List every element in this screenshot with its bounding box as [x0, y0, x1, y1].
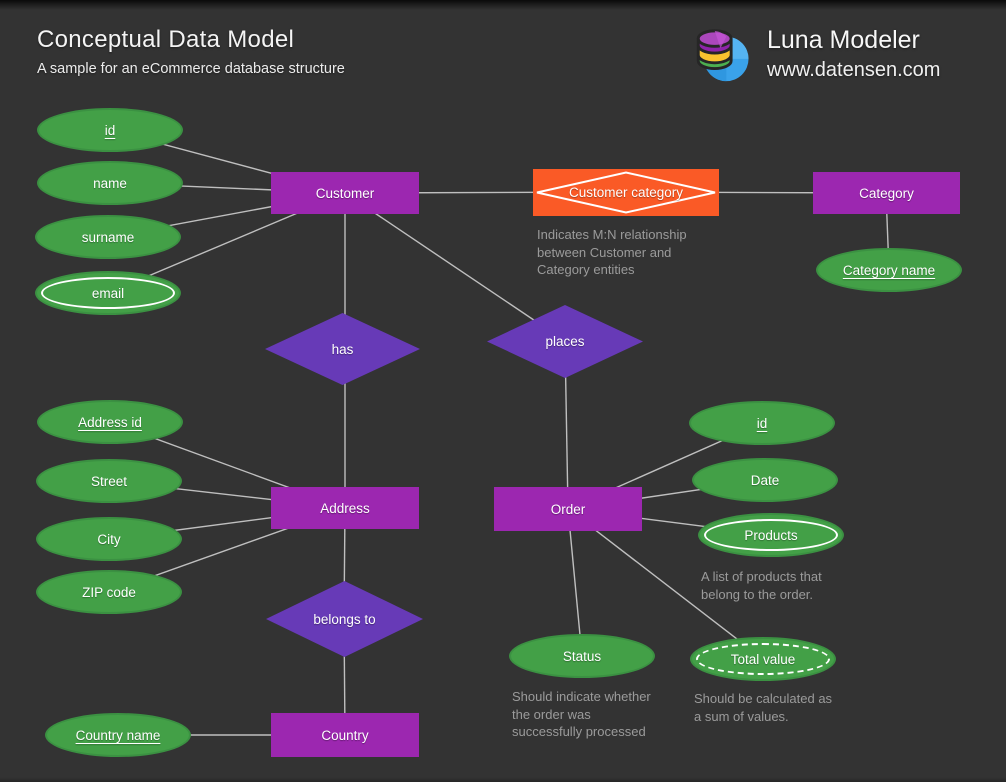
attribute-order-id-label: id — [756, 415, 768, 431]
page-title: Conceptual Data Model — [37, 26, 295, 53]
relationship-has-label: has — [331, 341, 354, 357]
entity-category[interactable]: Category — [813, 172, 960, 214]
attribute-customer-name-label: name — [93, 175, 127, 191]
mn-diamond-outline-icon — [536, 171, 716, 214]
attribute-total-value[interactable]: Total value — [690, 637, 836, 681]
attribute-customer-id-label: id — [104, 122, 116, 138]
brand-name: Luna Modeler — [767, 26, 920, 54]
attribute-address-id[interactable]: Address id — [37, 400, 183, 444]
note-status: Should indicate whether the order was su… — [512, 689, 651, 739]
entity-customer[interactable]: Customer — [271, 172, 419, 214]
attribute-order-date-label: Date — [750, 472, 780, 488]
mn-entity-label: Customer category — [568, 185, 684, 200]
attribute-country-name[interactable]: Country name — [45, 713, 191, 757]
attribute-order-date[interactable]: Date — [692, 458, 838, 502]
attribute-address-id-label: Address id — [78, 414, 142, 430]
attribute-products-label: Products — [744, 527, 798, 543]
note-products: A list of products that belong to the or… — [701, 569, 822, 602]
relationship-belongs-to-label: belongs to — [313, 611, 376, 627]
attribute-street-label: Street — [90, 473, 128, 489]
attribute-street[interactable]: Street — [36, 459, 182, 503]
attribute-status[interactable]: Status — [509, 634, 655, 678]
note-total-value: Should be calculated as a sum of values. — [694, 691, 833, 724]
attribute-category-name-label: Category name — [842, 262, 936, 278]
attribute-customer-email-label: email — [91, 285, 125, 301]
attribute-customer-email[interactable]: email — [35, 271, 181, 315]
brand-url: www.datensen.com — [767, 59, 941, 81]
page-subtitle: A sample for an eCommerce database struc… — [37, 61, 345, 77]
entity-category-label: Category — [859, 185, 914, 201]
relationship-places-label: places — [545, 334, 585, 349]
note-mn-relationship: Indicates M:N relationship between Custo… — [537, 227, 687, 277]
attribute-status-label: Status — [562, 648, 602, 664]
attribute-zip-code[interactable]: ZIP code — [36, 570, 182, 614]
attribute-zip-code-label: ZIP code — [82, 584, 136, 600]
entity-address-label: Address — [320, 500, 370, 516]
attribute-customer-id[interactable]: id — [37, 108, 183, 152]
mn-entity-customer-category[interactable]: Customer category — [533, 169, 719, 216]
attribute-city[interactable]: City — [36, 517, 182, 561]
entity-order[interactable]: Order — [494, 487, 642, 531]
entity-address[interactable]: Address — [271, 487, 419, 529]
attribute-customer-surname[interactable]: surname — [35, 215, 181, 259]
attribute-products[interactable]: Products — [698, 513, 844, 557]
attribute-total-value-label: Total value — [730, 651, 796, 667]
attribute-city-label: City — [97, 531, 121, 547]
entity-country[interactable]: Country — [271, 713, 419, 757]
attribute-order-id[interactable]: id — [689, 401, 835, 445]
entity-customer-label: Customer — [315, 185, 375, 201]
luna-modeler-logo-icon — [696, 29, 749, 82]
entity-country-label: Country — [321, 727, 369, 743]
attribute-category-name[interactable]: Category name — [816, 248, 962, 292]
attribute-customer-name[interactable]: name — [37, 161, 183, 205]
attribute-customer-surname-label: surname — [81, 229, 135, 245]
attribute-country-name-label: Country name — [75, 727, 161, 743]
entity-order-label: Order — [550, 501, 586, 517]
